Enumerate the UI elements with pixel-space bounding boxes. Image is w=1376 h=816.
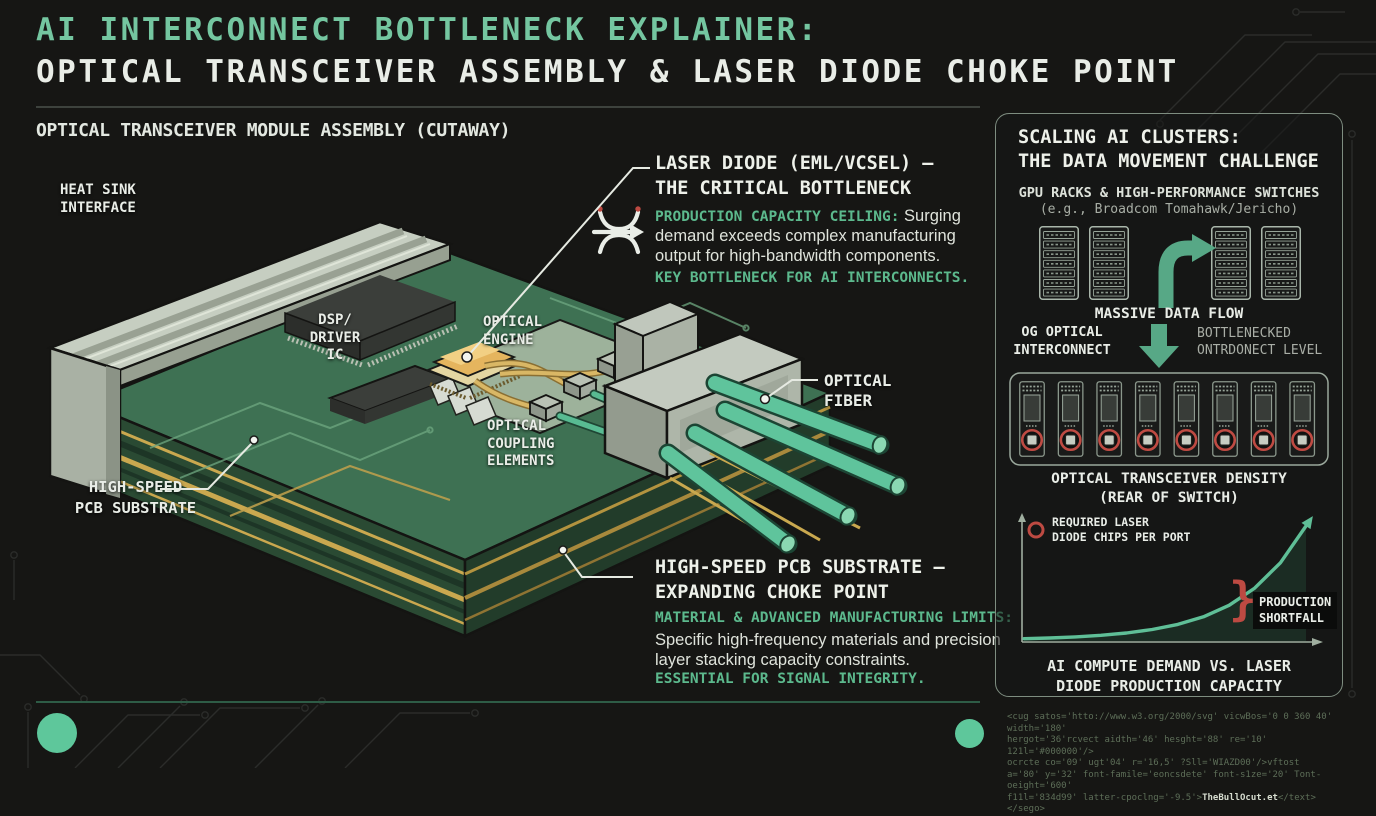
laser-callout-title: LASER DIODE (EML/VCSEL) – THE CRITICAL B… — [655, 153, 934, 199]
optical-fibers — [658, 373, 908, 554]
accent-circle-right — [955, 719, 984, 748]
heat-sink-label: HEAT SINK INTERFACE — [60, 182, 136, 216]
page-title-accent: AI INTERCONNECT BOTTLENECK EXPLAINER: — [36, 12, 820, 48]
pcb-callout-lead: MATERIAL & ADVANCED MANUFACTURING LIMITS… — [655, 610, 1013, 626]
watermark-brand: TheBullOcut.et — [1202, 792, 1278, 803]
density-label: OPTICAL TRANSCEIVER DENSITY (REAR OF SWI… — [1051, 471, 1287, 506]
demand-area — [1024, 526, 1306, 641]
gpu-rack — [1210, 225, 1252, 301]
laser-callout-body: PRODUCTION CAPACITY CEILING: Surging dem… — [655, 206, 967, 266]
gpu-racks-flow — [1038, 225, 1302, 308]
assembly-illustration — [46, 220, 908, 638]
chart-legend: REQUIRED LASER DIODE CHIPS PER PORT — [1052, 515, 1191, 544]
pcb-callout-title: HIGH-SPEED PCB SUBSTRATE – EXPANDING CHO… — [655, 557, 945, 603]
shortfall-label: PRODUCTION SHORTFALL — [1253, 592, 1338, 630]
gpu-rack — [1038, 225, 1080, 301]
pcb-callout-footer: ESSENTIAL FOR SIGNAL INTEGRITY. — [655, 671, 926, 687]
down-arrow-icon — [1139, 324, 1179, 368]
assembly-section-title: OPTICAL TRANSCEIVER MODULE ASSEMBLY (CUT… — [36, 120, 511, 141]
accent-circle-left — [37, 713, 77, 753]
massive-data-flow-label: MASSIVE DATA FLOW — [1094, 306, 1244, 322]
demand-chart — [1018, 513, 1323, 646]
laser-callout-text: Surging demand exceeds complex manufactu… — [655, 207, 961, 266]
coupling-elements-label: OPTICAL COUPLING ELEMENTS — [487, 418, 555, 469]
racks-heading: GPU RACKS & HIGH-PERFORMANCE SWITCHES — [1018, 185, 1320, 201]
watermark-code: <cug satos='htto://www.w3.org/2000/svg' … — [1007, 712, 1347, 816]
dsp-chip — [284, 275, 459, 368]
racks-subheading: (e.g., Broadcom Tomahawk/Jericho) — [1039, 202, 1299, 217]
optical-fiber-label: OPTICAL FIBER — [824, 371, 892, 410]
dsp-chip-label: DSP/ DRIVER IC — [309, 312, 361, 363]
laser-callout-footer: KEY BOTTLENECK FOR AI INTERCONNECTS. — [655, 270, 970, 286]
flow-right-label: BOTTLENECKED ONTRDONECT LEVEL — [1197, 326, 1323, 358]
transceiver-array — [1009, 372, 1329, 466]
pcb-callout-text: Specific high-frequency materials and pr… — [655, 631, 1001, 670]
watermark-tail-pre: f11l='834d99' latter-cpoclng='-9.5'> — [1007, 792, 1203, 803]
bottleneck-icon — [591, 206, 644, 255]
flow-row: OG OPTICAL INTERCONNECT BOTTLENECKED ONT… — [996, 324, 1342, 370]
optical-engine-label: OPTICAL ENGINE — [483, 314, 543, 348]
scaling-panel: SCALING AI CLUSTERS: THE DATA MOVEMENT C… — [995, 113, 1343, 697]
chart-caption: AI COMPUTE DEMAND VS. LASER DIODE PRODUC… — [1047, 657, 1291, 696]
gpu-rack — [1088, 225, 1130, 301]
legend-dot — [1027, 521, 1045, 539]
demand-curve — [1022, 524, 1308, 641]
pcb-substrate-label: HIGH-SPEED PCB SUBSTRATE — [74, 478, 197, 517]
laser-callout-lead: PRODUCTION CAPACITY CEILING: — [655, 209, 900, 225]
circuit-pattern — [0, 8, 1376, 768]
panel-title: SCALING AI CLUSTERS: THE DATA MOVEMENT C… — [1018, 127, 1319, 173]
gpu-rack — [1260, 225, 1302, 301]
watermark-lines: <cug satos='htto://www.w3.org/2000/svg' … — [1007, 712, 1333, 792]
header-divider — [36, 106, 980, 108]
metal-clips — [429, 376, 497, 426]
page-title-main: OPTICAL TRANSCEIVER ASSEMBLY & LASER DIO… — [36, 54, 1179, 90]
flow-left-label: OG OPTICAL INTERCONNECT — [1013, 324, 1111, 358]
footer-divider — [36, 701, 980, 703]
curve-arrowhead — [1301, 516, 1313, 530]
data-flow-arrow — [1158, 234, 1216, 308]
shortfall-brace: } — [1229, 572, 1257, 626]
